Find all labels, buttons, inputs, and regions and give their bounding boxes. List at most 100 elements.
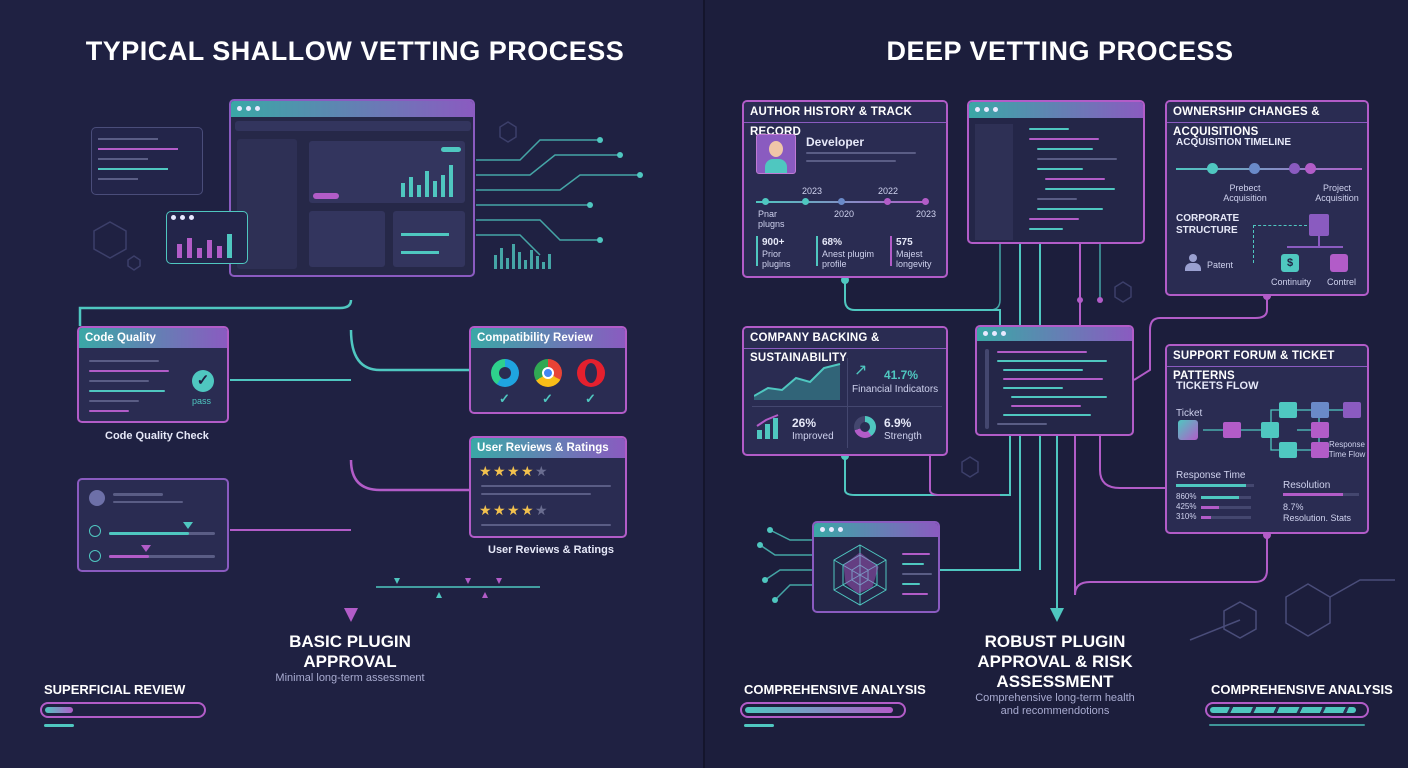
acq-label-1: Project Acquisition	[1315, 183, 1359, 203]
avatar-icon	[89, 490, 105, 506]
bar-growth-icon	[756, 414, 779, 439]
author-stat-1-label: Anest plugim profile	[822, 249, 875, 269]
company-stat-1-value: 26%	[792, 416, 817, 430]
comprehensive-analysis-left-bar	[740, 702, 906, 718]
star-icon: ★	[493, 502, 506, 518]
code-quality-card[interactable]: Code Quality ✓ pass	[77, 326, 229, 423]
ticket-icon	[1178, 420, 1198, 440]
radar-window	[812, 521, 940, 613]
basic-approval-line2: APPROVAL	[303, 652, 397, 671]
code-quality-caption: Code Quality Check	[105, 430, 209, 442]
mini-chart-window	[166, 211, 248, 264]
code-editor-window	[967, 100, 1145, 244]
basic-approval-sub: Minimal long-term assessment	[275, 672, 425, 684]
superficial-review-label: SUPERFICIAL REVIEW	[44, 682, 186, 697]
analysis-editor-window	[975, 325, 1134, 436]
comprehensive-analysis-right-bar	[1205, 702, 1369, 718]
robust-approval-sub1: Comprehensive long-term health	[975, 692, 1135, 704]
radar-icon	[833, 544, 887, 606]
user-reviews-header: User Reviews & Ratings	[471, 438, 625, 458]
rt-bar-0	[1201, 496, 1239, 499]
star-icon: ★	[479, 463, 492, 479]
author-stat-0-value: 900+	[762, 237, 785, 248]
gear-icon	[89, 550, 101, 562]
right-title: DEEP VETTING PROCESS	[886, 36, 1234, 66]
star-icon: ★	[493, 463, 506, 479]
rt-value-2: 310%	[1176, 512, 1197, 521]
author-stat-1-value: 68%	[822, 237, 843, 248]
star-icon: ★	[479, 502, 492, 518]
compatibility-card[interactable]: Compatibility Review ✓ ✓ ✓	[469, 326, 627, 414]
superficial-review-bar	[40, 702, 206, 718]
star-icon: ★	[521, 463, 534, 479]
support-forum-card[interactable]: SUPPORT FORUM & TICKET PATTERNS TICKETS …	[1165, 344, 1369, 534]
comprehensive-analysis-right-label: COMPREHENSIVE ANALYSIS	[1211, 682, 1393, 697]
rt-value-1: 425%	[1176, 502, 1197, 511]
acquisition-timeline-title: ACQUISITION TIMELINE	[1176, 137, 1291, 148]
user-reviews-card[interactable]: User Reviews & Ratings ★ ★ ★ ★ ★ ★ ★ ★ ★…	[469, 436, 627, 538]
star-icon: ★	[535, 502, 548, 518]
star-icon: ★	[507, 502, 520, 518]
star-icon: ★	[521, 502, 534, 518]
timeline-top-1: 2022	[878, 186, 899, 196]
control-icon	[1330, 254, 1348, 272]
author-history-header: AUTHOR HISTORY & TRACK RECORD	[744, 102, 946, 138]
node-contrel: Contrel	[1327, 277, 1357, 287]
company-backing-header: COMPANY BACKING & SUSTAINABILITY	[744, 328, 946, 364]
user-icon	[1185, 254, 1201, 272]
company-backing-card[interactable]: COMPANY BACKING & SUSTAINABILITY ↗ 41.7%…	[742, 326, 948, 456]
star-icon: ★	[507, 463, 520, 479]
robust-approval-sub2: and recommendotions	[1000, 705, 1110, 717]
resolution-stats: Resolution. Stats	[1283, 513, 1352, 523]
robust-approval-line2: APPROVAL & RISK	[977, 652, 1133, 671]
developer-avatar	[756, 134, 796, 174]
rt-value-0: 860%	[1176, 492, 1197, 501]
timeline-top-0: 2023	[802, 186, 823, 196]
panel-divider	[703, 0, 705, 768]
support-forum-header: SUPPORT FORUM & TICKET PATTERNS	[1167, 346, 1367, 382]
code-snippet-window	[91, 127, 203, 195]
comprehensive-analysis-left-label: COMPREHENSIVE ANALYSIS	[744, 682, 926, 697]
tickets-flow-title: TICKETS FLOW	[1176, 380, 1259, 392]
robust-approval-line3: ASSESSMENT	[996, 672, 1114, 691]
rt-bar-2	[1201, 516, 1211, 519]
node-continuity: Continuity	[1271, 277, 1312, 287]
left-title: TYPICAL SHALLOW VETTING PROCESS	[85, 36, 625, 66]
timeline-bottom-2: 2023	[916, 209, 937, 219]
dollar-icon: $	[1281, 254, 1299, 272]
basic-approval-line1: BASIC PLUGIN	[289, 632, 411, 651]
robust-approval-line1: ROBUST PLUGIN	[984, 632, 1126, 651]
ownership-card[interactable]: OWNERSHIP CHANGES & ACQUISITIONS ACQUISI…	[1165, 100, 1369, 296]
company-stat-2-value: 6.9%	[884, 416, 912, 430]
trend-up-icon: ↗	[854, 362, 868, 379]
pass-label: pass	[192, 396, 212, 406]
developer-name: Developer	[806, 135, 865, 149]
node-patent: Patent	[1207, 260, 1234, 270]
author-stat-2-label: Majest longevity	[896, 249, 932, 269]
resolution-title: Resolution	[1283, 480, 1331, 491]
author-history-card[interactable]: AUTHOR HISTORY & TRACK RECORD Developer …	[742, 100, 948, 278]
check-icon: ✓	[499, 391, 510, 406]
timeline-bottom-0: Pnar plugns	[758, 209, 785, 229]
resolution-value: 8.7%	[1283, 502, 1304, 512]
acq-label-0: Prebect Acquisition	[1223, 183, 1267, 203]
code-quality-header: Code Quality	[79, 328, 227, 348]
user-reviews-caption: User Reviews & Ratings	[488, 544, 614, 556]
company-stat-0-value: 41.7%	[884, 368, 919, 382]
building-icon	[1309, 214, 1329, 236]
ticket-label: Ticket	[1176, 408, 1203, 419]
browser-mockup	[229, 99, 475, 277]
author-stat-0-label: Prior plugins	[762, 249, 791, 269]
star-icon: ★	[535, 463, 548, 479]
check-icon: ✓	[192, 370, 214, 392]
ownership-header: OWNERSHIP CHANGES & ACQUISITIONS	[1167, 102, 1367, 138]
response-time-flow-label: Response Time Flow	[1328, 440, 1366, 459]
check-icon: ✓	[585, 391, 596, 406]
company-stat-0-label: Financial Indicators	[852, 384, 939, 395]
rt-bar-1	[1201, 506, 1219, 509]
company-stat-1-label: Improved	[792, 431, 834, 442]
compatibility-header: Compatibility Review	[471, 328, 625, 348]
settings-card	[77, 478, 229, 572]
